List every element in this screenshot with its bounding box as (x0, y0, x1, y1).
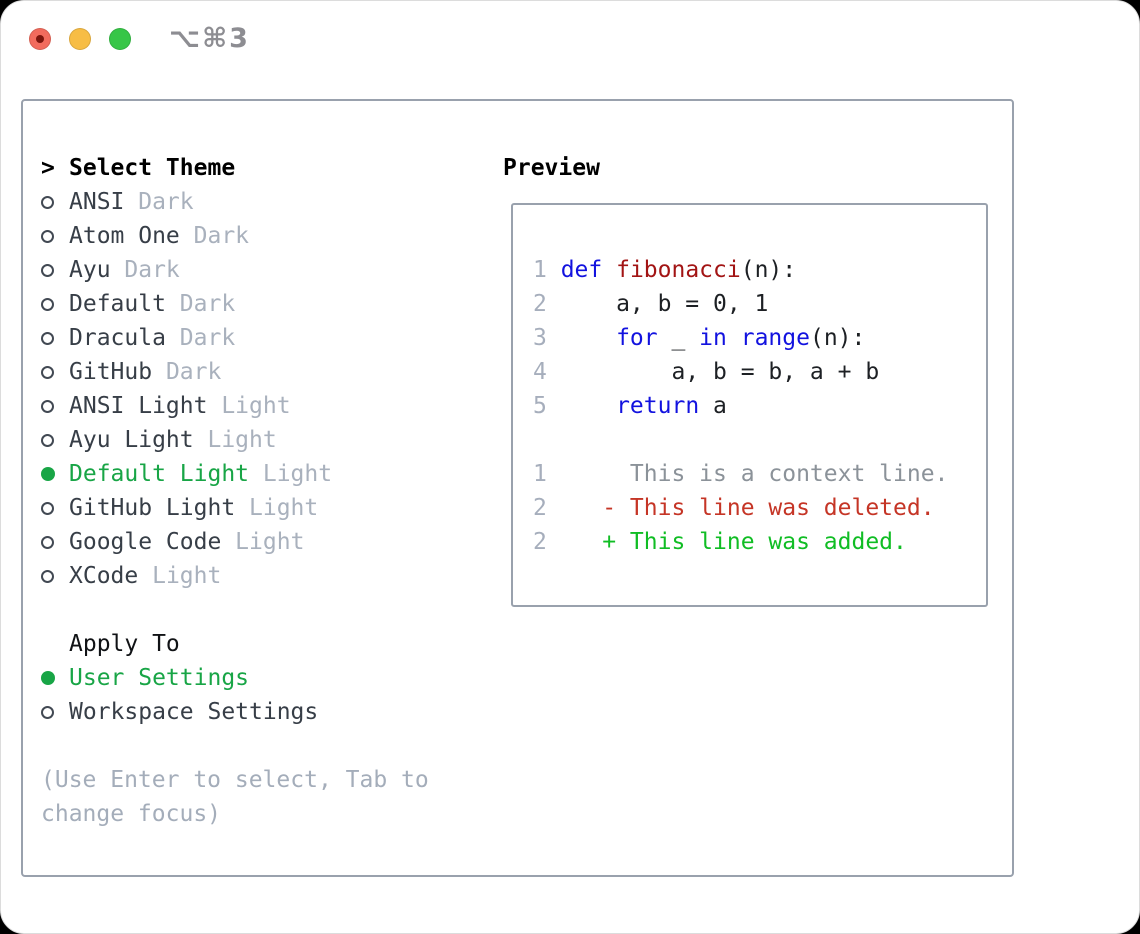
variant-tag: Light (235, 495, 319, 521)
theme-option-ansi-light-light[interactable]: ANSI Light Light (41, 389, 483, 423)
theme-option-xcode-light[interactable]: XCode Light (41, 559, 483, 593)
option-label: Default Light (69, 461, 250, 487)
theme-option-github-light-light[interactable]: GitHub Light Light (41, 491, 483, 525)
apply-to-header: Apply To (41, 627, 483, 661)
code-line: 2 + This line was added. (533, 525, 986, 559)
code-line: 2 - This line was deleted. (533, 491, 986, 525)
radio-icon (41, 705, 54, 719)
spacer (41, 729, 483, 763)
option-label: Ayu (69, 257, 111, 283)
theme-option-ansi-dark[interactable]: ANSI Dark (41, 185, 483, 219)
option-label: Default (69, 291, 166, 317)
line-number: 4 (533, 359, 547, 385)
code-line: 4 a, b = b, a + b (533, 355, 986, 389)
keyboard-hint: (Use Enter to select, Tab to change focu… (41, 767, 429, 827)
radio-icon (41, 535, 54, 549)
variant-tag: Dark (165, 325, 236, 351)
option-label: ANSI Light (69, 393, 208, 419)
variant-tag: Light (207, 393, 291, 419)
line-number: 3 (533, 325, 547, 351)
line-number: 5 (533, 393, 547, 419)
theme-option-ayu-dark[interactable]: Ayu Dark (41, 253, 483, 287)
radio-icon (41, 263, 54, 277)
unsaved-dot-icon (36, 35, 44, 43)
code-line: 2 a, b = 0, 1 (533, 287, 986, 321)
radio-icon (41, 229, 54, 243)
apply-to-title: Apply To (69, 631, 180, 657)
minimize-button[interactable] (69, 28, 91, 50)
theme-option-google-code-light[interactable]: Google Code Light (41, 525, 483, 559)
variant-tag: Dark (124, 189, 194, 215)
variant-tag: Dark (165, 291, 236, 317)
apply-option-user-settings[interactable]: User Settings (41, 661, 483, 695)
focus-caret-icon: > (41, 155, 55, 181)
select-theme-header: > Select Theme (41, 151, 483, 185)
code-line: 5 return a (533, 389, 986, 423)
code-line: 3 for _ in range(n): (533, 321, 986, 355)
variant-tag: Light (193, 427, 277, 453)
radio-icon (41, 433, 54, 447)
option-label: GitHub Light (69, 495, 236, 521)
theme-option-default-light-light[interactable]: Default Light Light (41, 457, 483, 491)
line-number: 1 (533, 257, 547, 283)
option-label: Workspace Settings (69, 699, 319, 725)
radio-icon (41, 297, 54, 311)
variant-tag: Dark (152, 359, 222, 385)
radio-icon (41, 365, 54, 379)
option-label: User Settings (69, 665, 250, 691)
option-label: Google Code (69, 529, 222, 555)
titlebar: ⌥⌘3 (1, 1, 1139, 77)
line-number: 2 (533, 291, 547, 317)
option-label: GitHub (69, 359, 153, 385)
option-label: XCode (69, 563, 139, 589)
radio-icon (41, 399, 54, 413)
theme-option-default-dark[interactable]: Default Dark (41, 287, 483, 321)
line-number: 1 (533, 461, 547, 487)
spacer (41, 593, 483, 627)
radio-selected-icon (41, 467, 55, 481)
traffic-lights (29, 28, 131, 50)
radio-icon (41, 195, 54, 209)
theme-option-github-dark[interactable]: GitHub Dark (41, 355, 483, 389)
close-button[interactable] (29, 28, 51, 50)
variant-tag: Light (138, 563, 222, 589)
radio-selected-icon (41, 671, 55, 685)
option-label: Ayu Light (69, 427, 194, 453)
option-label: ANSI (69, 189, 125, 215)
theme-option-ayu-light-light[interactable]: Ayu Light Light (41, 423, 483, 457)
line-number: 2 (533, 529, 547, 555)
theme-option-dracula-dark[interactable]: Dracula Dark (41, 321, 483, 355)
apply-option-workspace-settings[interactable]: Workspace Settings (41, 695, 483, 729)
code-line (533, 423, 986, 457)
theme-option-atom-one-dark[interactable]: Atom One Dark (41, 219, 483, 253)
code-line: 1 This is a context line. (533, 457, 986, 491)
window-title: ⌥⌘3 (169, 23, 250, 54)
select-theme-title: Select Theme (69, 155, 236, 181)
preview-title: Preview (503, 155, 600, 181)
radio-icon (41, 501, 54, 515)
variant-tag: Light (249, 461, 333, 487)
radio-icon (41, 331, 54, 345)
option-label: Atom One (69, 223, 180, 249)
zoom-button[interactable] (109, 28, 131, 50)
variant-tag: Dark (110, 257, 180, 283)
variant-tag: Dark (179, 223, 250, 249)
line-number: 2 (533, 495, 547, 521)
option-label: Dracula (69, 325, 166, 351)
radio-icon (41, 569, 54, 583)
variant-tag: Light (221, 529, 305, 555)
